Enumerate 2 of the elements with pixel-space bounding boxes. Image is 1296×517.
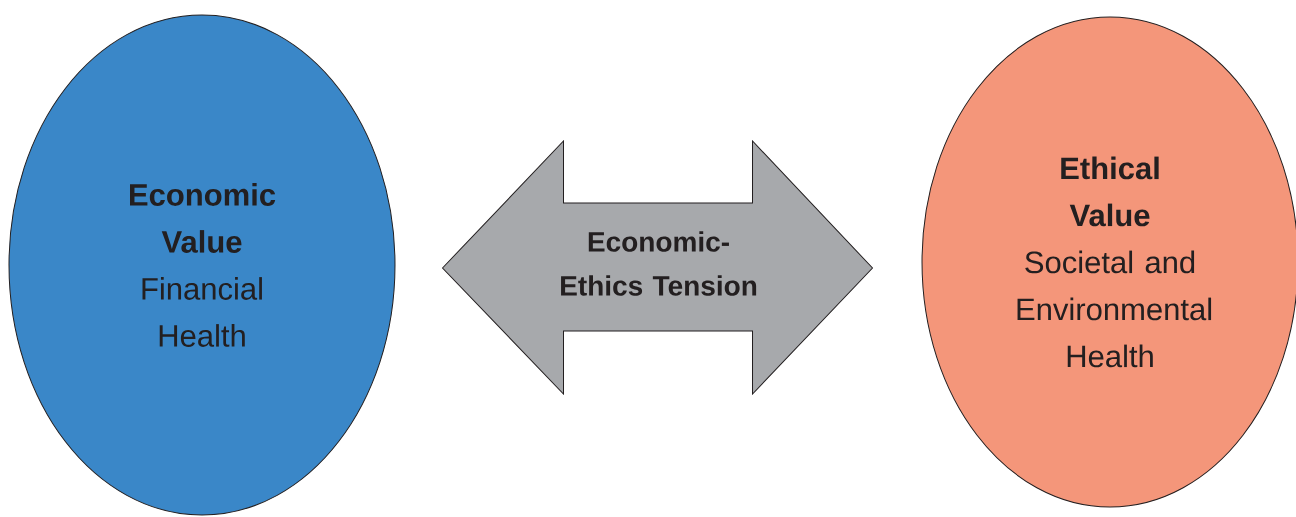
edge-label: Economic-Ethics Tension — [561, 231, 757, 296]
double-arrow — [442, 140, 873, 395]
